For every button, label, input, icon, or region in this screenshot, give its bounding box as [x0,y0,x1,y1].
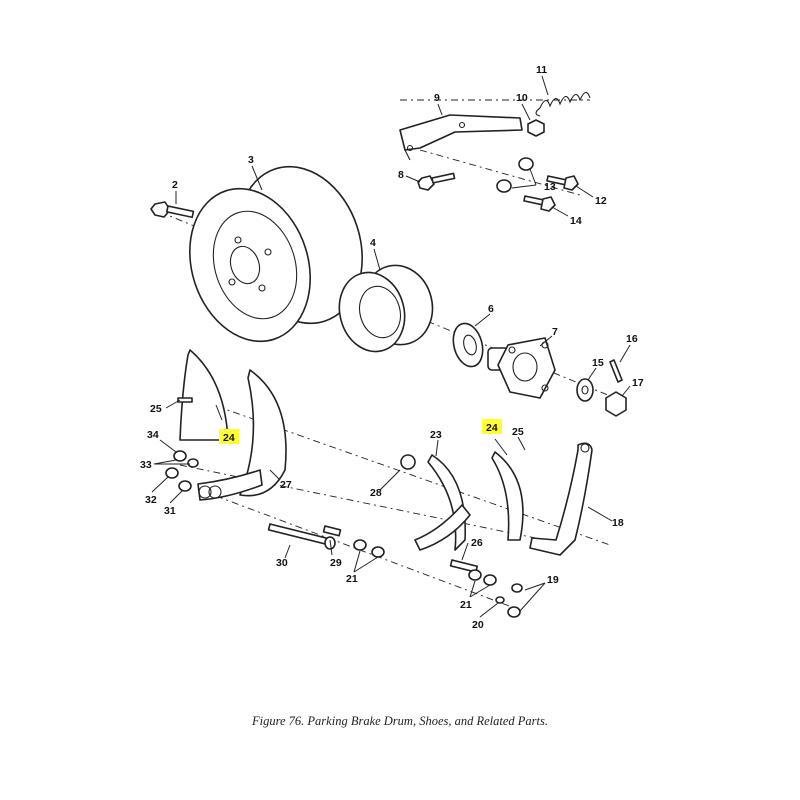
callout-23: 23 [430,429,442,441]
callout-24-left-highlight [219,429,239,444]
callout-24-right-highlight [482,419,502,434]
washer-13a [518,157,534,171]
callout-3: 3 [248,154,254,166]
washers-21-right [468,569,497,586]
callout-15: 15 [592,357,604,369]
pin-26 [449,559,479,573]
callout-21-right: 21 [460,599,472,611]
callout-19: 19 [547,574,559,586]
callout-8: 8 [398,169,404,181]
drum-bolt [150,201,195,219]
bolt-12 [546,175,579,191]
brake-shoe-right [414,454,471,551]
left-hardware [165,397,199,492]
washers-19-20 [495,583,523,618]
brake-drum [189,165,363,343]
callout-16: 16 [626,333,638,345]
washers-21-left [353,539,385,558]
spring-11 [535,91,591,117]
callout-13: 13 [544,181,556,193]
callout-2: 2 [172,179,178,191]
callout-32: 32 [145,494,157,506]
callout-7: 7 [552,326,558,338]
callout-labels: 2 3 4 6 7 8 9 10 11 12 13 14 15 16 17 18… [140,64,644,631]
figure-caption: Figure 76. Parking Brake Drum, Shoes, an… [251,714,549,728]
washer-28 [400,454,416,470]
bracket-9 [399,114,523,161]
callout-33: 33 [140,459,152,471]
callout-9: 9 [434,92,440,104]
callout-4: 4 [370,237,376,249]
actuating-lever-18 [529,442,593,556]
callout-34: 34 [147,429,159,441]
hub-drum [338,264,434,353]
castle-nut-17 [605,391,627,417]
callout-30: 30 [276,557,288,569]
washer-13b [496,179,512,193]
callout-28: 28 [370,487,382,499]
seal-washer [452,322,484,368]
callout-6: 6 [488,303,494,315]
brake-lining-left [179,349,229,441]
nut-10 [527,119,545,137]
washer-15 [576,378,594,402]
callout-24-right: 24 [486,422,498,434]
callout-18: 18 [612,517,624,529]
callout-11: 11 [536,64,547,76]
callout-10: 10 [516,92,528,104]
brake-lining-right [491,451,524,541]
brake-shoe-left [197,369,287,501]
callout-26: 26 [471,537,483,549]
callout-14: 14 [570,215,582,227]
callout-21-left: 21 [346,573,358,585]
bolt-14 [523,195,556,212]
companion-flange [487,337,556,399]
bolt-8 [417,172,456,191]
callout-25-left: 25 [150,403,162,415]
callout-17: 17 [632,377,644,389]
callout-25-right: 25 [512,426,524,438]
callout-29: 29 [330,557,342,569]
callout-leaders [151,75,631,618]
callout-24-left: 24 [223,432,235,444]
cotter-pin-16 [609,359,623,383]
callout-20: 20 [472,619,484,631]
callout-12: 12 [595,195,607,207]
callout-31: 31 [164,505,176,517]
pin-29 [322,525,342,537]
callout-27: 27 [280,479,292,491]
